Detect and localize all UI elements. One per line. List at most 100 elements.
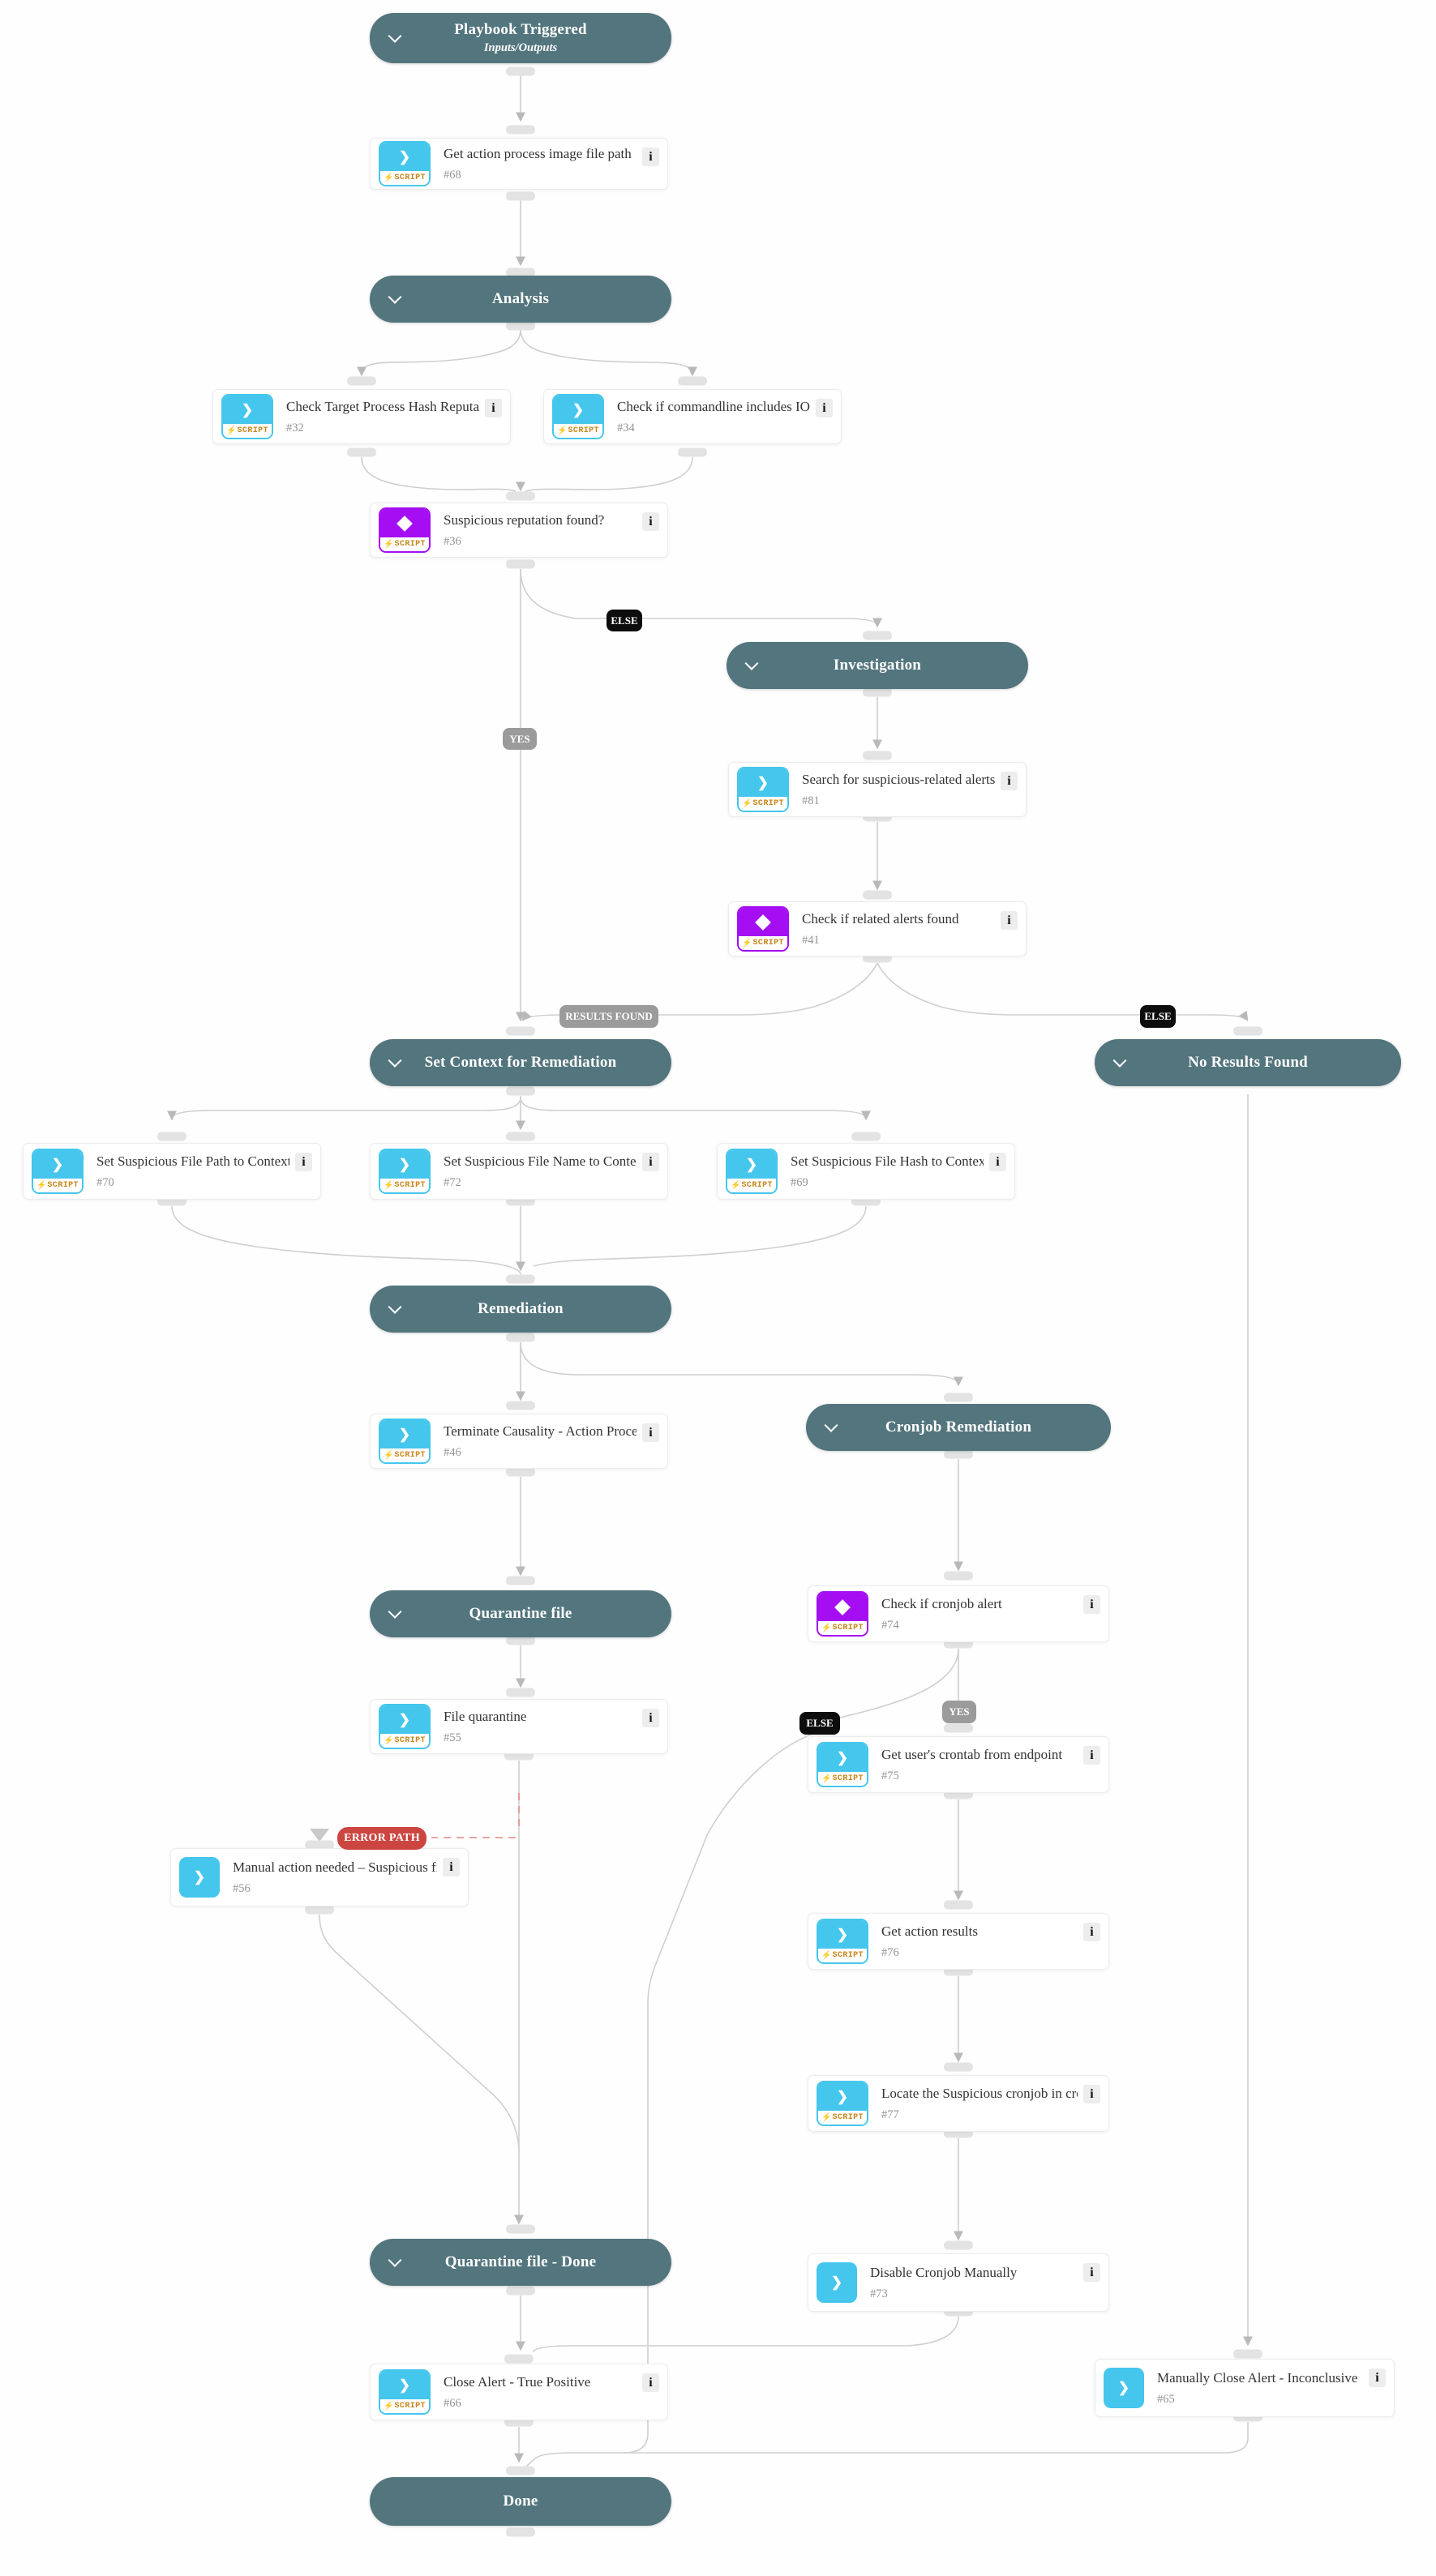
task-card-56[interactable]: ❯ Manual action needed – Suspicious fi… #… [170,1848,469,1906]
manual-task-icon: ❯ [179,1857,220,1898]
task-title: Check if commandline includes IOC (… [617,398,810,414]
info-icon[interactable]: i [295,1153,312,1171]
bolt-icon: ⚡ [384,1450,394,1460]
bolt-icon: ⚡ [384,1735,394,1745]
info-icon[interactable]: i [1083,1595,1100,1614]
condition-card-36[interactable]: ⚡SCRIPT Suspicious reputation found?#36 … [370,503,668,558]
task-title: Get action results [881,1923,978,1939]
automation-script-icon: ❯ ⚡SCRIPT [737,767,789,812]
chevron-down-icon[interactable] [388,1053,402,1068]
info-icon[interactable]: i [1001,911,1018,930]
group-investigation[interactable]: Investigation [727,642,1028,689]
group-no-results-found[interactable]: No Results Found [1095,1039,1401,1086]
chevron-down-icon[interactable] [824,1418,838,1432]
info-icon[interactable]: i [642,1153,659,1171]
task-card-69[interactable]: ❯ ⚡SCRIPT Set Suspicious File Hash to Co… [717,1143,1015,1200]
bolt-icon: ⚡ [731,1180,741,1190]
chevron-down-icon[interactable] [388,1299,402,1314]
chevron-down-icon[interactable] [388,2253,402,2267]
condition-card-41[interactable]: ⚡SCRIPT Check if related alerts found#41… [728,901,1027,956]
edge-label-else: ELSE [607,610,642,631]
task-id: #46 [444,1445,461,1459]
task-title: Check Target Process Hash Reputation [286,398,479,414]
info-icon[interactable]: i [642,512,659,531]
group-title: Set Context for Remediation [424,1054,617,1072]
group-title: Quarantine file [469,1605,572,1623]
edge-label-yes: YES [942,1701,976,1723]
chevron-down-icon[interactable] [388,28,402,43]
task-card-75[interactable]: ❯ ⚡SCRIPT Get user's crontab from endpoi… [808,1736,1109,1793]
group-done[interactable]: Done [370,2477,671,2526]
task-card-70[interactable]: ❯ ⚡SCRIPT Set Suspicious File Path to Co… [23,1143,321,1200]
bolt-icon: ⚡ [821,1623,832,1632]
bolt-icon: ⚡ [742,938,752,948]
info-icon[interactable]: i [1369,2368,1386,2387]
chevron-down-icon[interactable] [744,656,759,670]
task-id: #75 [881,1769,899,1782]
info-icon[interactable]: i [1083,2263,1100,2282]
task-card-34[interactable]: ❯ ⚡SCRIPT Check if commandline includes … [543,389,842,444]
group-cronjob-remediation[interactable]: Cronjob Remediation [806,1404,1111,1451]
info-icon[interactable]: i [443,1858,460,1876]
info-icon[interactable]: i [816,399,833,417]
task-card-55[interactable]: ❯ ⚡SCRIPT File quarantine#55 i [370,1699,668,1754]
task-id: #72 [444,1175,461,1189]
chevron-down-icon[interactable] [1112,1053,1127,1068]
info-icon[interactable]: i [1083,1746,1100,1765]
edge-label-else: ELSE [799,1712,840,1735]
task-card-68[interactable]: ❯ ⚡SCRIPT Get action process image file … [370,138,668,190]
group-quarantine-file[interactable]: Quarantine file [370,1590,671,1637]
bolt-icon: ⚡ [226,426,237,435]
task-card-65[interactable]: ❯ Manually Close Alert - Inconclusive#65… [1095,2359,1395,2417]
info-icon[interactable]: i [1001,772,1018,790]
task-title: Set Suspicious File Name to Context [444,1153,637,1169]
automation-script-icon: ❯ ⚡SCRIPT [379,1419,431,1464]
condition-card-74[interactable]: ⚡SCRIPT Check if cronjob alert#74 i [808,1585,1109,1642]
info-icon[interactable]: i [642,1709,659,1727]
automation-script-icon: ❯ ⚡SCRIPT [817,1742,868,1787]
task-card-77[interactable]: ❯ ⚡SCRIPT Locate the Suspicious cronjob … [808,2075,1109,2132]
task-id: #36 [444,534,461,548]
diamond-icon [755,914,771,931]
task-title: Get user's crontab from endpoint [881,1746,1063,1762]
task-card-76[interactable]: ❯ ⚡SCRIPT Get action results#76 i [808,1913,1109,1970]
task-card-81[interactable]: ❯ ⚡SCRIPT Search for suspicious-related … [728,762,1027,817]
bolt-icon: ⚡ [742,798,752,808]
task-title: Check if related alerts found [802,910,959,926]
task-title: Locate the Suspicious cronjob in cron… [881,2085,1078,2101]
task-id: #77 [881,2107,899,2121]
info-icon[interactable]: i [642,2373,659,2392]
task-id: #81 [802,794,820,807]
task-id: #56 [233,1881,251,1895]
task-card-66[interactable]: ❯ ⚡SCRIPT Close Alert - True Positive#66… [370,2364,668,2420]
bolt-icon: ⚡ [384,539,394,549]
automation-script-icon: ❯ ⚡SCRIPT [379,1704,431,1749]
group-quarantine-file-done[interactable]: Quarantine file - Done [370,2239,671,2286]
task-card-32[interactable]: ❯ ⚡SCRIPT Check Target Process Hash Repu… [212,389,511,444]
task-card-46[interactable]: ❯ ⚡SCRIPT Terminate Causality - Action P… [370,1414,668,1469]
group-playbook-triggered[interactable]: Playbook Triggered Inputs/Outputs [370,13,671,63]
condition-script-icon: ⚡SCRIPT [737,906,789,952]
chevron-down-icon[interactable] [388,289,402,304]
info-icon[interactable]: i [1083,2085,1100,2103]
task-id: #34 [617,421,635,434]
info-icon[interactable]: i [485,399,502,417]
info-icon[interactable]: i [989,1153,1006,1171]
task-card-73[interactable]: ❯ Disable Cronjob Manually#73 i [808,2253,1109,2312]
group-set-context-for-remediation[interactable]: Set Context for Remediation [370,1039,671,1086]
task-title: Get action process image file path [444,145,632,161]
task-card-72[interactable]: ❯ ⚡SCRIPT Set Suspicious File Name to Co… [370,1143,668,1200]
automation-script-icon: ❯ ⚡SCRIPT [379,1149,431,1194]
group-remediation[interactable]: Remediation [370,1286,671,1333]
info-icon[interactable]: i [642,148,659,166]
info-icon[interactable]: i [1083,1923,1100,1941]
info-icon[interactable]: i [642,1423,659,1442]
inputs-outputs-link[interactable]: Inputs/Outputs [483,41,558,55]
automation-script-icon: ❯ ⚡SCRIPT [726,1149,778,1194]
group-analysis[interactable]: Analysis [370,276,671,323]
chevron-down-icon[interactable] [388,1604,402,1619]
task-id: #65 [1157,2392,1175,2406]
task-title: Manual action needed – Suspicious fi… [233,1859,437,1875]
